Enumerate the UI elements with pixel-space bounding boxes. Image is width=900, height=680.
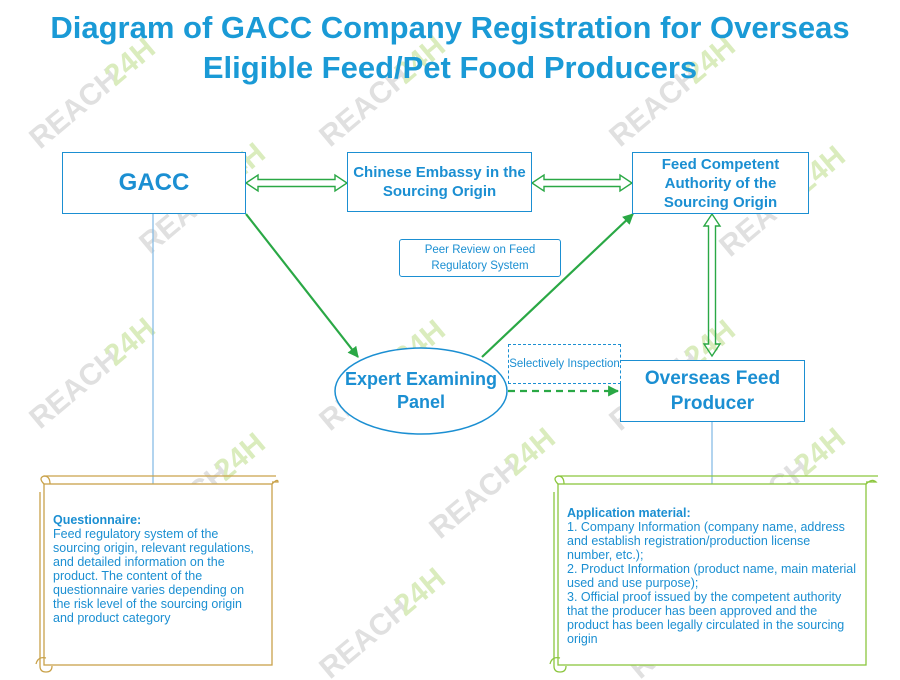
- peer-review-label: Peer Review on Feed Regulatory System: [399, 239, 561, 277]
- application-scroll: [549, 475, 878, 673]
- application-heading: Application material:: [567, 506, 691, 520]
- application-item: 2. Product Information (product name, ma…: [567, 562, 857, 590]
- title-line-2: Eligible Feed/Pet Food Producers: [202, 50, 698, 85]
- authority-producer-double-arrow: [702, 212, 722, 358]
- selective-inspection-text: Selectively Inspection: [509, 358, 620, 370]
- questionnaire-body: Feed regulatory system of the sourcing o…: [53, 527, 254, 625]
- application-note: Application material: 1. Company Informa…: [567, 506, 857, 646]
- producer-label: Overseas Feed Producer: [644, 368, 781, 414]
- diagram-title: Diagram of GACC Company Registration for…: [0, 8, 900, 88]
- gacc-node: GACC: [62, 152, 246, 214]
- peer-review-text: Peer Review on Feed Regulatory System: [424, 244, 536, 272]
- questionnaire-heading: Questionnaire:: [53, 513, 142, 527]
- questionnaire-scroll: [35, 475, 279, 673]
- expert-panel-label: Expert Examining Panel: [344, 369, 498, 412]
- gacc-label: GACC: [118, 169, 190, 196]
- gacc-embassy-double-arrow: [244, 173, 349, 193]
- authority-node: Feed Competent Authority of the Sourcing…: [632, 152, 809, 214]
- gacc-to-expert-arrow: [245, 213, 359, 358]
- embassy-node: Chinese Embassy in the Sourcing Origin: [347, 152, 532, 212]
- producer-node: Overseas Feed Producer: [620, 360, 805, 422]
- questionnaire-note: Questionnaire: Feed regulatory system of…: [53, 513, 258, 625]
- expert-panel-node: Expert Examining Panel: [334, 348, 508, 434]
- application-item: 3. Official proof issued by the competen…: [567, 590, 845, 646]
- expert-panel-ellipse: [334, 347, 508, 435]
- selective-inspection-label: Selectively Inspection: [508, 344, 621, 384]
- authority-label: Feed Competent Authority of the Sourcing…: [661, 155, 780, 211]
- application-item: 1. Company Information (company name, ad…: [567, 520, 845, 562]
- embassy-label: Chinese Embassy in the Sourcing Origin: [353, 164, 526, 200]
- title-line-1: Diagram of GACC Company Registration for…: [50, 10, 850, 45]
- expert-to-authority-arrow: [481, 213, 634, 358]
- embassy-authority-double-arrow: [530, 173, 634, 193]
